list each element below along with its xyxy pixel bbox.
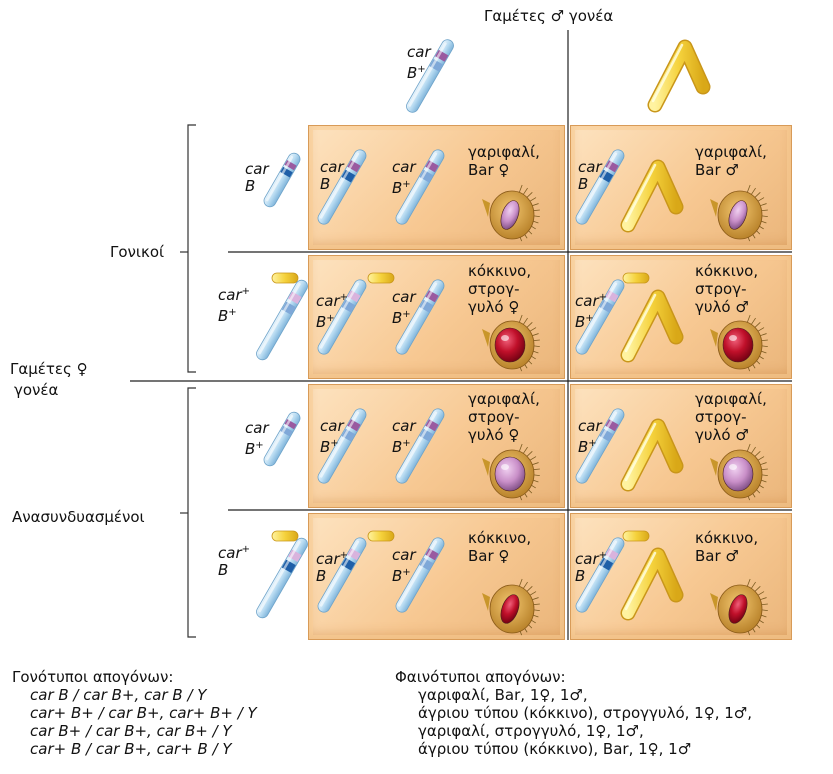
cell-0-1-y-chromosome (620, 159, 684, 233)
genotype-line-1: car B / car B+, car B / Y (30, 686, 207, 704)
phenotype-r0-c0: γαριφαλί, Bar ♀ (468, 143, 540, 179)
cell-1-1-maternal-label: car+B+ (575, 292, 607, 331)
female-gametes-header-line1: Γαμέτες ♀ (10, 360, 88, 378)
male-gamete-x-chromosome (406, 39, 454, 113)
cell-3-1-fly-eye (710, 578, 768, 636)
genotype-line-2: car+ B+ / car B+, car+ B+ / Y (30, 704, 257, 722)
phenotype-r2-c1: γαριφαλί, στρογ- γυλό ♂ (695, 390, 767, 444)
cell-0-0-fly-eye (482, 184, 540, 242)
cell-1-1-x-maternal (575, 279, 625, 355)
cell-3-0-x-maternal (317, 537, 367, 613)
phenotype-r3-c0: κόκκινο, Bar ♀ (468, 529, 532, 565)
phenotype-r1-c0: κόκκινο, στρογ- γυλό ♀ (468, 262, 532, 316)
cell-2-1-x-maternal (575, 408, 625, 484)
phenotype-line-2: άγριου τύπου (κόκκινο), στρογγυλό, 1♀, 1… (418, 704, 753, 722)
cell-1-0-maternal-label: car+B+ (316, 292, 348, 331)
cell-0-1-fly-eye (710, 184, 768, 242)
cell-1-1-fly-eye (710, 314, 768, 372)
phenotype-r1-c1: κόκκινο, στρογ- γυλό ♂ (695, 262, 759, 316)
female-gamete-label-1: car+B+ (218, 286, 250, 325)
cell-3-1-y-chromosome (620, 547, 684, 621)
female-gamete-x-chromosome-2 (263, 411, 301, 467)
male-gametes-header: Γαμέτες ♂ γονέα (484, 7, 614, 25)
phenotype-r2-c0: γαριφαλί, στρογ- γυλό ♀ (468, 390, 540, 444)
phenotype-r3-c1: κόκκινο, Bar ♂ (695, 529, 759, 565)
cell-3-1-x-maternal (575, 537, 625, 613)
male-gamete-y-chromosome (647, 39, 711, 113)
genotypes-title: Γονότυποι απογόνων: (12, 668, 174, 686)
phenotype-line-1: γαριφαλί, Bar, 1♀, 1♂, (418, 686, 588, 704)
cell-0-0-x-paternal (395, 149, 445, 225)
genotype-line-4: car+ B / car B+, car+ B / Y (30, 740, 232, 758)
cell-2-0-x-paternal (395, 408, 445, 484)
phenotypes-title: Φαινότυποι απογόνων: (395, 668, 566, 686)
phenotype-line-4: άγριου τύπου (κόκκινο), Bar, 1♀, 1♂ (418, 740, 692, 758)
recombinant-bracket (187, 387, 196, 638)
cell-2-1-fly-eye (710, 443, 768, 501)
female-gametes-header-line2: γονέα (14, 381, 59, 399)
cell-1-0-x-maternal (317, 279, 367, 355)
cell-1-0-fly-eye (482, 314, 540, 372)
female-gamete-x-chromosome-0 (263, 152, 301, 208)
parental-label: Γονικοί (110, 243, 165, 261)
female-gamete-y-fragment-3 (271, 530, 299, 542)
cell-3-0-y-fragment (367, 530, 395, 542)
recombinant-label: Ανασυνδυασμένοι (12, 508, 145, 526)
cell-1-1-y-fragment (622, 272, 650, 284)
genotype-line-3: car B+ / car B+, car B+ / Y (30, 722, 232, 740)
cell-0-1-x-maternal (575, 149, 625, 225)
parental-bracket (187, 124, 196, 373)
cell-3-0-maternal-label: car+B (316, 550, 348, 585)
cell-3-0-fly-eye (482, 578, 540, 636)
female-gamete-label-3: car+B (218, 544, 250, 579)
cell-1-0-x-paternal (395, 279, 445, 355)
cell-0-0-x-maternal (317, 149, 367, 225)
phenotype-r0-c1: γαριφαλί, Bar ♂ (695, 143, 767, 179)
female-gamete-x-chromosome-3 (256, 537, 308, 619)
cell-1-1-y-chromosome (620, 289, 684, 363)
phenotype-line-3: γαριφαλί, στρογγυλό, 1♀, 1♂, (418, 722, 644, 740)
cell-1-0-y-fragment (367, 272, 395, 284)
cell-3-1-maternal-label: car+B (575, 550, 607, 585)
female-gamete-x-chromosome-1 (256, 279, 308, 361)
cell-3-0-x-paternal (395, 537, 445, 613)
cell-2-0-x-maternal (317, 408, 367, 484)
cell-2-0-fly-eye (482, 443, 540, 501)
cell-2-1-y-chromosome (620, 418, 684, 492)
female-gamete-y-fragment-1 (271, 272, 299, 284)
cell-3-1-y-fragment (622, 530, 650, 542)
